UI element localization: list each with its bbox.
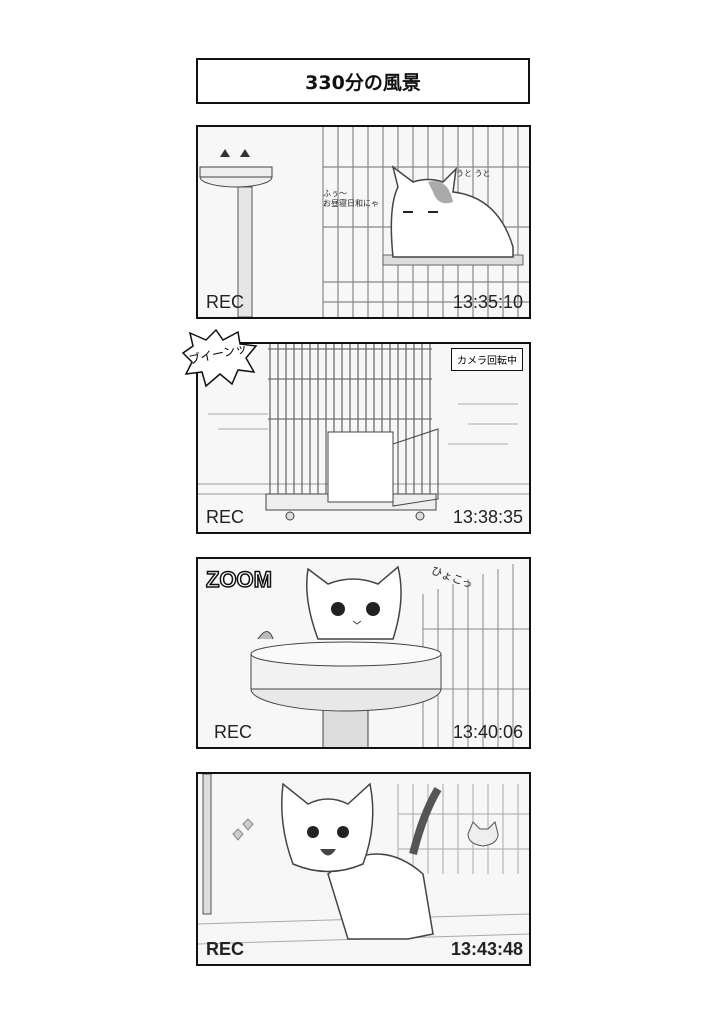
zoom-overlay: ZOOM (205, 566, 273, 593)
panel-3: ZOOM ひょこっ REC 13:40:06 (196, 557, 531, 749)
rec-label: REC (206, 292, 245, 312)
page-title: 330分の風景 (196, 58, 530, 104)
rec-label: REC (206, 507, 245, 527)
sound-burst-icon (181, 328, 258, 388)
speech-text: ふぅ〜 お昼寝日和にゃ (323, 189, 379, 209)
empty-cage-illustration (198, 344, 529, 521)
camera-rotating-badge: カメラ回転中 (451, 348, 523, 371)
timestamp: 13:43:48 (450, 939, 523, 959)
panel-2: カメラ回転中 REC 13:38:35 (196, 342, 531, 534)
sfx-text: うと うと (456, 169, 491, 178)
panel-4: REC 13:43:48 (196, 772, 531, 966)
rec-label: REC (214, 722, 253, 742)
sleepy-cat-in-cage-illustration (199, 127, 529, 317)
timestamp: 13:35:10 (452, 292, 523, 312)
timestamp: 13:38:35 (452, 507, 523, 527)
kitten-peeking-illustration (250, 564, 529, 747)
panel-1: ふぅ〜 お昼寝日和にゃ うと うと REC 13:35:10 (196, 125, 531, 319)
timestamp: 13:40:06 (452, 722, 523, 742)
rec-label: REC (206, 939, 245, 959)
kitten-walking-illustration (198, 774, 529, 945)
